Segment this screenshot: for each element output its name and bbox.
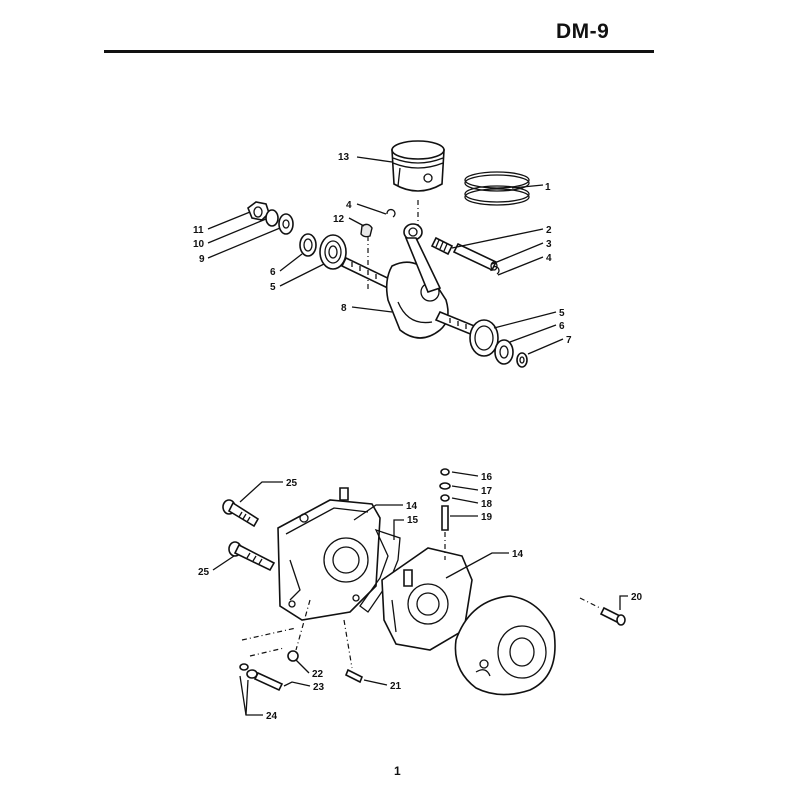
crankcase-left-half-illustration bbox=[277, 487, 381, 621]
callout-22: 22 bbox=[312, 669, 324, 680]
page-code: DM-9 bbox=[556, 20, 610, 43]
flywheel-housing-illustration bbox=[454, 595, 556, 696]
lower-leader-lines bbox=[212, 471, 628, 716]
callout-12: 12 bbox=[333, 214, 345, 225]
callout-10: 10 bbox=[193, 239, 205, 250]
callout-6-right: 6 bbox=[559, 321, 565, 332]
callout-5-right: 5 bbox=[559, 308, 565, 319]
upper-assembly: 13 1 4 12 11 10 9 2 3 4 6 5 8 5 6 7 bbox=[193, 140, 572, 368]
callout-25-lower: 25 bbox=[198, 567, 210, 578]
page-number: 1 bbox=[394, 764, 401, 778]
callout-5-left: 5 bbox=[270, 282, 276, 293]
callout-16: 16 bbox=[481, 472, 493, 483]
callout-15: 15 bbox=[407, 515, 419, 526]
callout-14-left: 14 bbox=[406, 501, 418, 512]
callout-14-right: 14 bbox=[512, 549, 524, 560]
callout-3: 3 bbox=[546, 239, 552, 250]
needle-bearing-pin-illustration bbox=[430, 236, 498, 272]
callout-25-upper: 25 bbox=[286, 478, 298, 489]
right-bearing-seal-illustration bbox=[469, 319, 528, 368]
callout-11: 11 bbox=[193, 225, 204, 236]
lower-assembly: 16 17 18 19 25 14 15 25 14 20 22 23 21 2… bbox=[198, 468, 643, 722]
callout-1: 1 bbox=[545, 182, 551, 193]
callout-21: 21 bbox=[390, 681, 402, 692]
crankcase-right-half-illustration bbox=[381, 547, 473, 651]
gasket-illustration bbox=[359, 528, 401, 613]
connecting-rod-illustration bbox=[403, 223, 442, 293]
callout-13: 13 bbox=[338, 152, 350, 163]
callout-20: 20 bbox=[631, 592, 643, 603]
callout-17: 17 bbox=[481, 486, 493, 497]
piston-illustration bbox=[391, 140, 445, 192]
crankcase-bolt-lower-illustration bbox=[228, 541, 276, 572]
callout-8: 8 bbox=[341, 303, 347, 314]
woodruff-key-illustration bbox=[360, 223, 373, 238]
callout-4-upper: 4 bbox=[346, 200, 352, 211]
circlip-left-illustration bbox=[386, 208, 396, 218]
stud-washers-illustration bbox=[439, 468, 451, 560]
small-parts-illustration bbox=[239, 599, 364, 692]
callout-9: 9 bbox=[199, 254, 205, 265]
header-rule bbox=[104, 50, 654, 53]
upper-leader-lines bbox=[207, 156, 564, 355]
callout-4-lower: 4 bbox=[546, 253, 552, 264]
screw-20-illustration bbox=[579, 597, 626, 626]
left-seal-bearing-illustration bbox=[299, 233, 347, 270]
nut-washers-illustration bbox=[247, 201, 294, 235]
crankcase-bolt-upper-illustration bbox=[222, 499, 260, 528]
callout-18: 18 bbox=[481, 499, 493, 510]
callout-24: 24 bbox=[266, 711, 278, 722]
callout-2: 2 bbox=[546, 225, 552, 236]
callout-7: 7 bbox=[566, 335, 572, 346]
callout-19: 19 bbox=[481, 512, 493, 523]
callout-23: 23 bbox=[313, 682, 325, 693]
piston-rings-illustration bbox=[464, 171, 530, 206]
callout-6-left: 6 bbox=[270, 267, 276, 278]
